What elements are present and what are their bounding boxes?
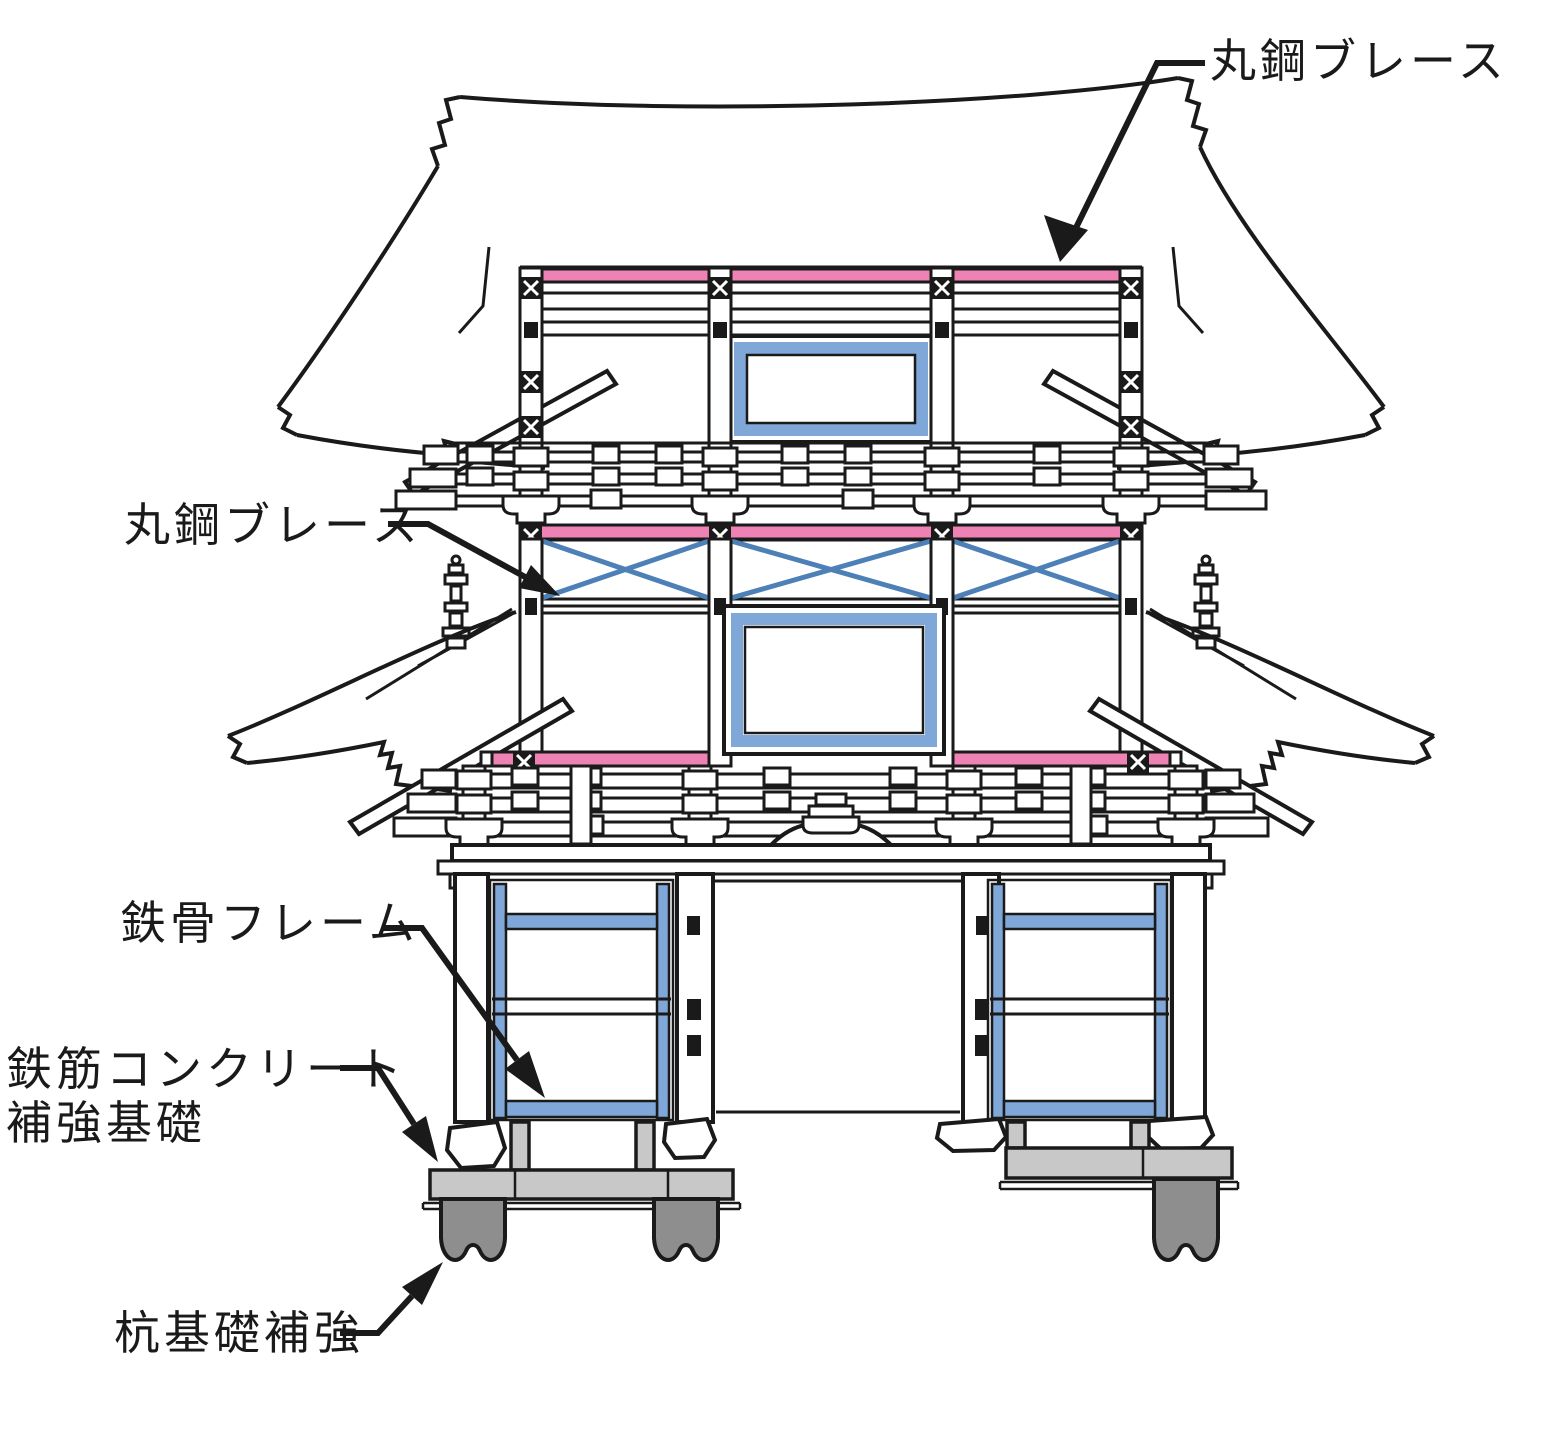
label-steel-frame: 鉄骨フレーム — [120, 897, 419, 949]
bracket-block — [780, 466, 810, 487]
pile — [439, 1197, 507, 1262]
label-rc-foundation-line1: 鉄筋コンクリート — [6, 1043, 406, 1095]
bracket-block — [591, 444, 621, 465]
bracket-block — [780, 444, 810, 465]
rc-foundation-slab-left — [428, 1168, 735, 1201]
arrowhead-mid-brace — [519, 565, 560, 596]
upper-bracket-band — [394, 441, 1268, 525]
ground-beam — [450, 843, 1212, 863]
bracket-block — [654, 466, 684, 487]
bracket-block — [843, 466, 873, 487]
middle-story — [365, 523, 1297, 768]
pent-roof-left — [226, 610, 575, 837]
lower-brace-band — [479, 749, 1183, 775]
bracket-block — [843, 444, 873, 465]
bracket-block — [510, 766, 540, 787]
top-story-window — [726, 334, 936, 444]
bracket-block — [589, 488, 623, 510]
ground-story — [453, 872, 1207, 1124]
arrowhead-rc-foundation — [402, 1116, 438, 1162]
leader-to-rc-foundation — [340, 1065, 417, 1126]
foundation-stone — [661, 1116, 718, 1161]
bracket-block — [510, 790, 540, 811]
bracket-block — [762, 790, 792, 811]
pent-roof-right — [1087, 610, 1436, 837]
arrowhead-steel-frame — [505, 1051, 545, 1098]
pile — [1152, 1177, 1220, 1262]
foundation-stone — [934, 1116, 1009, 1154]
bracket-block — [1014, 766, 1044, 787]
leader-to-steel-frame — [382, 925, 520, 1062]
steel-frame-right — [986, 878, 1173, 1122]
bracket-block — [888, 790, 918, 811]
bracket-block — [1032, 466, 1062, 487]
label-pile-foundation: 杭基礎補強 — [114, 1307, 364, 1359]
leader-to-top-brace — [1065, 60, 1205, 246]
foundation-stone — [444, 1119, 508, 1171]
leader-to-mid-brace — [388, 521, 529, 581]
bracket-block — [591, 466, 621, 487]
pile — [652, 1197, 720, 1262]
round-steel-brace-band-middle — [530, 523, 1132, 541]
bracket-block — [465, 444, 495, 465]
bracket-block — [654, 444, 684, 465]
round-steel-brace-band-top — [530, 267, 1132, 284]
bracket-block — [762, 766, 792, 787]
leader-arrows — [340, 60, 1205, 1336]
rc-foundation-slab-right — [1004, 1146, 1234, 1180]
steel-frame-left — [488, 878, 675, 1122]
x-braces — [541, 538, 1121, 601]
top-story — [518, 265, 1144, 445]
wall-plate — [436, 859, 1226, 876]
arrowhead-pile — [402, 1262, 443, 1305]
label-rc-foundation-line2: 補強基礎 — [6, 1097, 206, 1149]
bracket-block — [1014, 790, 1044, 811]
label-round-steel-brace-middle: 丸鋼ブレース — [124, 499, 422, 551]
bracket-block — [841, 488, 875, 510]
arrowhead-top-brace — [1044, 215, 1088, 262]
label-round-steel-brace-top: 丸鋼ブレース — [1210, 35, 1508, 87]
foundation-right — [934, 1114, 1240, 1262]
eave-strut-left — [347, 696, 575, 837]
bracket-block — [888, 766, 918, 787]
leader-to-pile — [340, 1293, 415, 1336]
middle-story-window — [722, 604, 946, 756]
foundation-left — [421, 1116, 742, 1262]
lower-bracket-band — [392, 764, 1270, 890]
foundation-stone — [1143, 1114, 1216, 1152]
bracket-block — [1032, 444, 1062, 465]
label-rc-foundation: 鉄筋コンクリート 補強基礎 — [6, 1042, 406, 1150]
bracket-block — [465, 466, 495, 487]
